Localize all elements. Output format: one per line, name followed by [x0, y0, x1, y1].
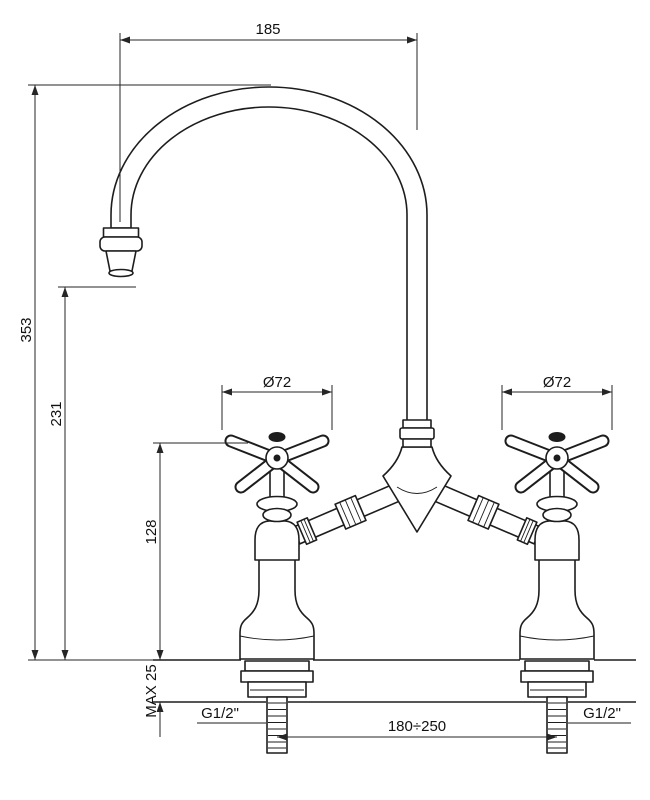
inlet-thread-right-label: G1/2" [583, 705, 621, 722]
dim-outlet-height: 231 [48, 286, 136, 660]
inlet-thread-left-label: G1/2" [201, 705, 239, 722]
bonnet-ring [262, 507, 292, 523]
threaded-tail [266, 696, 288, 754]
dim-max-deck-label: MAX 25 [143, 664, 160, 717]
dim-inlet-centers-label: 180÷250 [388, 718, 446, 735]
leg-column [239, 557, 315, 660]
handle-index-cap [268, 432, 286, 442]
dim-inlet-centers: 180÷250 [277, 718, 557, 741]
dim-handle-height-label: 128 [143, 519, 160, 544]
faucet-outline [99, 86, 636, 754]
central-mixer-body [382, 419, 452, 533]
dim-spout-reach-label: 185 [255, 21, 280, 38]
locknut-washers [240, 660, 314, 698]
dim-overall-height-label: 353 [18, 317, 35, 342]
dim-outlet-height-label: 231 [48, 401, 65, 426]
cross-handle [224, 432, 330, 494]
deck-surface [153, 659, 636, 703]
left-valve-assembly [224, 432, 400, 754]
dim-handle-diameter-left: Ø72 [221, 374, 333, 430]
valve-body [254, 520, 300, 561]
inlet-thread-right: G1/2" [568, 705, 631, 724]
dim-handle-diameter-right-label: Ø72 [543, 374, 571, 391]
dim-handle-height: 128 [143, 442, 248, 660]
spout-tube [110, 86, 428, 453]
dim-max-deck: MAX 25 [143, 664, 164, 737]
right-valve-assembly [433, 433, 603, 754]
inlet-thread-left: G1/2" [197, 705, 266, 724]
dimension-annotations: 185 353 231 128 [18, 21, 631, 741]
spout-nozzle [99, 227, 143, 278]
dim-handle-diameter-left-label: Ø72 [263, 374, 291, 391]
dim-spout-reach: 185 [119, 21, 418, 222]
dim-overall-height: 353 [18, 84, 271, 661]
dim-handle-diameter-right: Ø72 [501, 374, 613, 430]
